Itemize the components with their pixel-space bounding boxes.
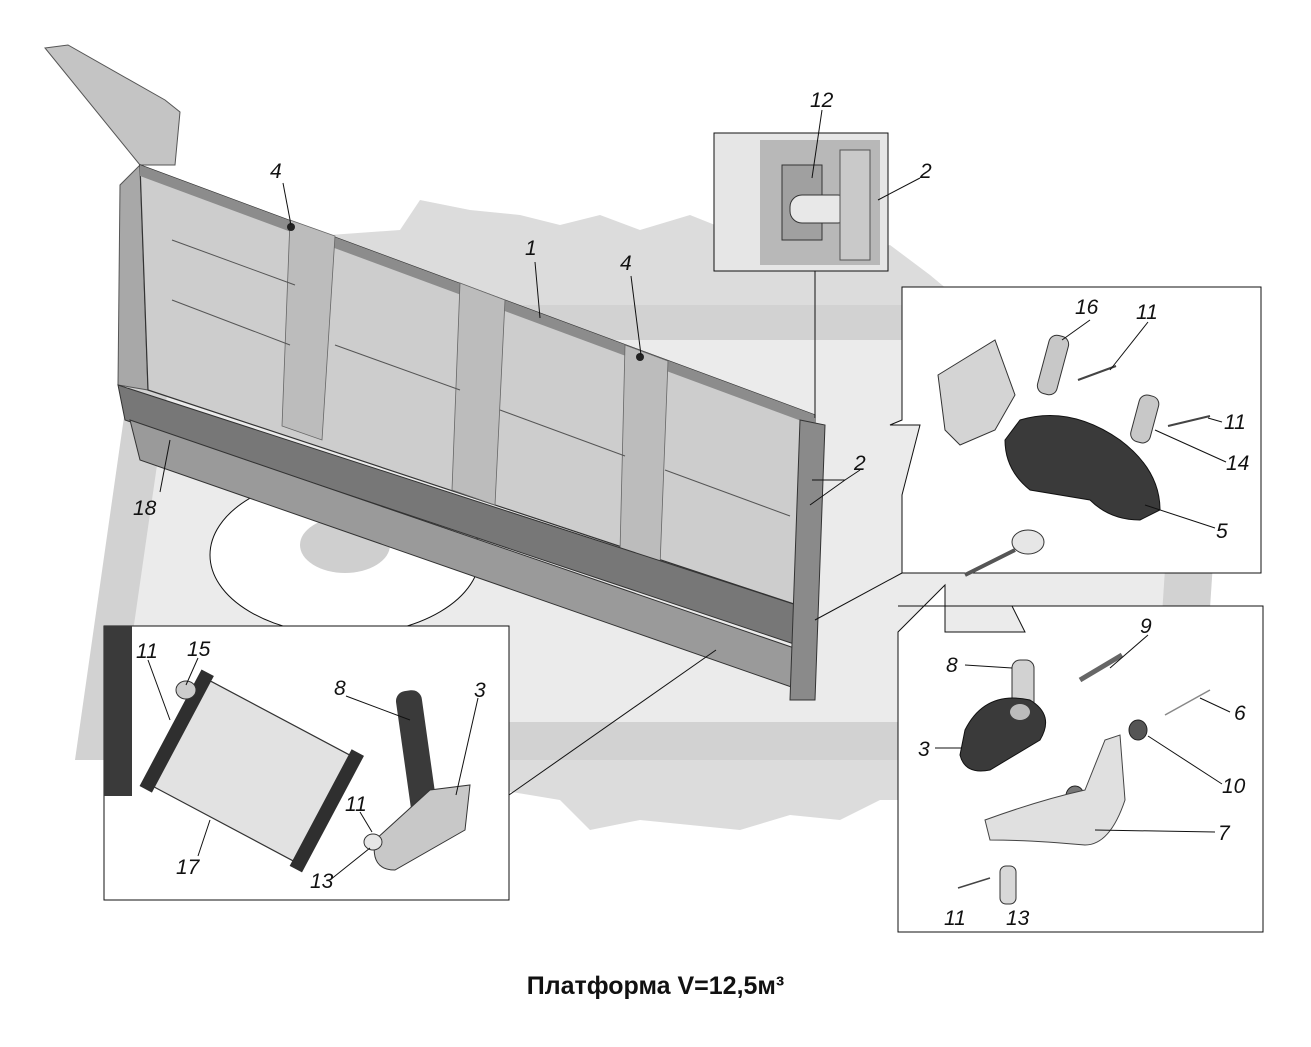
inset-lever [897,583,1264,933]
leader-lines [147,109,1231,881]
tailgate [44,44,181,166]
inset-lever-cotter-6 [1164,689,1211,716]
inset-lever-arm-7 [984,734,1126,846]
callout-inset-left-13: 13 [310,870,334,893]
inset-lever-pin-13 [999,865,1017,905]
panel-line-4 [499,409,626,457]
callout-inset-left-11b: 11 [345,793,367,816]
callout-inset-br-7: 7 [1218,822,1231,845]
inset-cylinder-leader [508,649,717,796]
inset-hinge-top [713,132,889,418]
panel-line-5 [664,469,791,517]
callout-inset-left-11a: 11 [136,640,158,663]
callout-inset-right-11b: 11 [1224,411,1246,434]
inset-lock-bracket [937,339,1016,446]
panel-line-1 [171,239,296,286]
inset-cylinder-body-17 [139,669,364,873]
diagram-caption: Платформа V=12,5м³ [526,972,785,1000]
callout-body-4b: 4 [620,252,632,275]
inset-lever-plate-hole [1010,704,1030,720]
inset-cylinder-pin-15 [175,680,197,700]
stiffener-2 [451,282,506,506]
callout-inset-br-9: 9 [1140,615,1152,638]
dump-body [44,44,826,701]
panel-line-3 [334,344,461,391]
inset-lock-cotter-a [1077,365,1117,381]
callout-inset-br-10: 10 [1222,775,1246,798]
rail-marker-4a [287,223,295,231]
callout-body-1: 1 [525,237,537,260]
callout-body-2: 2 [853,452,866,475]
inset-lock [814,286,1262,621]
inset-cylinder-wall [104,626,132,796]
callout-inset-br-11: 11 [944,907,966,930]
inset-lock-pin-16 [1036,334,1070,396]
callout-inset-left-8: 8 [334,677,346,700]
callout-inset-left-3: 3 [474,679,486,702]
callout-inset-top-12: 12 [810,89,834,112]
inset-lock-rod [964,548,1016,577]
callout-inset-br-13: 13 [1006,907,1030,930]
inset-lock-eye [1011,529,1045,555]
callout-inset-left-15: 15 [187,638,211,661]
callout-inset-right-14: 14 [1226,452,1249,475]
callout-labels: 4 1 4 2 18 12 2 16 11 11 14 5 8 9 6 3 10… [133,89,1249,930]
inset-lock-cotter-b [1167,415,1211,427]
panel-line-2 [171,299,291,346]
inset-cylinder-pin-13 [363,833,383,851]
stiffener-3 [619,344,669,567]
callout-inset-left-17: 17 [176,856,201,879]
inset-lock-leader [814,572,903,621]
callout-inset-br-8: 8 [946,654,958,677]
inset-lever-pin-9 [1078,652,1124,683]
inset-lock-pin-14 [1130,394,1160,444]
rear-pillar [789,419,826,701]
callout-inset-br-6: 6 [1234,702,1246,725]
inset-lever-cotter-11 [957,877,991,889]
rail-marker-4b [636,353,644,361]
inset-cylinder [103,625,717,901]
inset-lever-bushing-10 [1128,719,1148,741]
stiffener-1 [281,219,336,441]
inset-lever-frame [897,583,1264,933]
callout-inset-br-3: 3 [918,738,930,761]
inset-hinge-top-block [839,149,871,261]
callout-body-18: 18 [133,497,157,520]
callout-inset-right-16: 16 [1075,296,1099,319]
callout-inset-right-5: 5 [1216,520,1228,543]
callout-inset-top-2: 2 [919,160,932,183]
callout-inset-right-11a: 11 [1136,301,1158,324]
callout-body-4a: 4 [270,160,282,183]
